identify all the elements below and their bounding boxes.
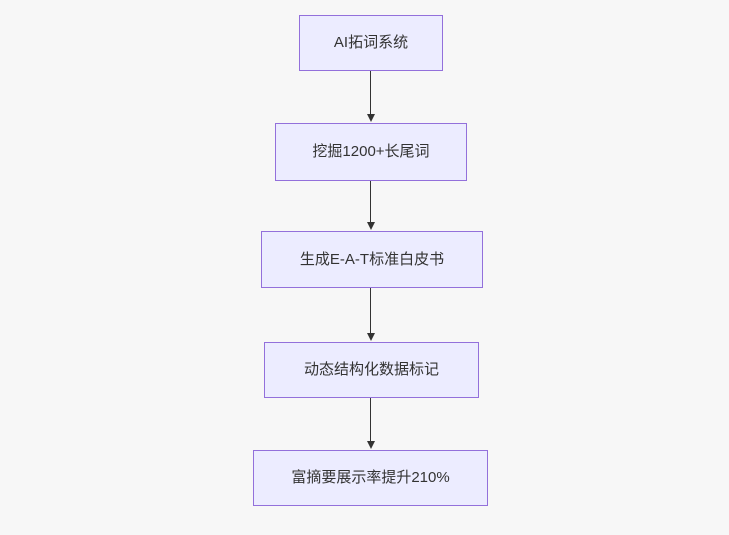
edge-line [370, 71, 371, 114]
node-label: 动态结构化数据标记 [303, 361, 439, 378]
arrowhead-down-icon [366, 441, 375, 449]
node-label: 挖掘1200+长尾词 [312, 143, 430, 160]
edge-line [370, 398, 371, 441]
flowchart-node-structured-data-markup: 动态结构化数据标记 [264, 342, 479, 398]
flowchart-node-longtail-mining: 挖掘1200+长尾词 [275, 123, 467, 181]
node-label: 富摘要展示率提升210% [291, 469, 450, 486]
node-label: 生成E-A-T标准白皮书 [299, 250, 445, 268]
edge-line [370, 288, 371, 333]
edge-arrow-4 [366, 398, 375, 449]
edge-arrow-2 [366, 181, 375, 230]
edge-arrow-3 [366, 288, 375, 341]
edge-line [370, 181, 371, 222]
edge-arrow-1 [366, 71, 375, 122]
flowchart-node-rich-snippet-uplift: 富摘要展示率提升210% [253, 450, 488, 506]
flowchart-node-ai-word-system: AI拓词系统 [299, 15, 443, 71]
flowchart-node-eat-whitepaper: 生成E-A-T标准白皮书 [261, 231, 483, 288]
arrowhead-down-icon [366, 333, 375, 341]
arrowhead-down-icon [366, 222, 375, 230]
arrowhead-down-icon [366, 114, 375, 122]
node-label: AI拓词系统 [333, 34, 409, 51]
